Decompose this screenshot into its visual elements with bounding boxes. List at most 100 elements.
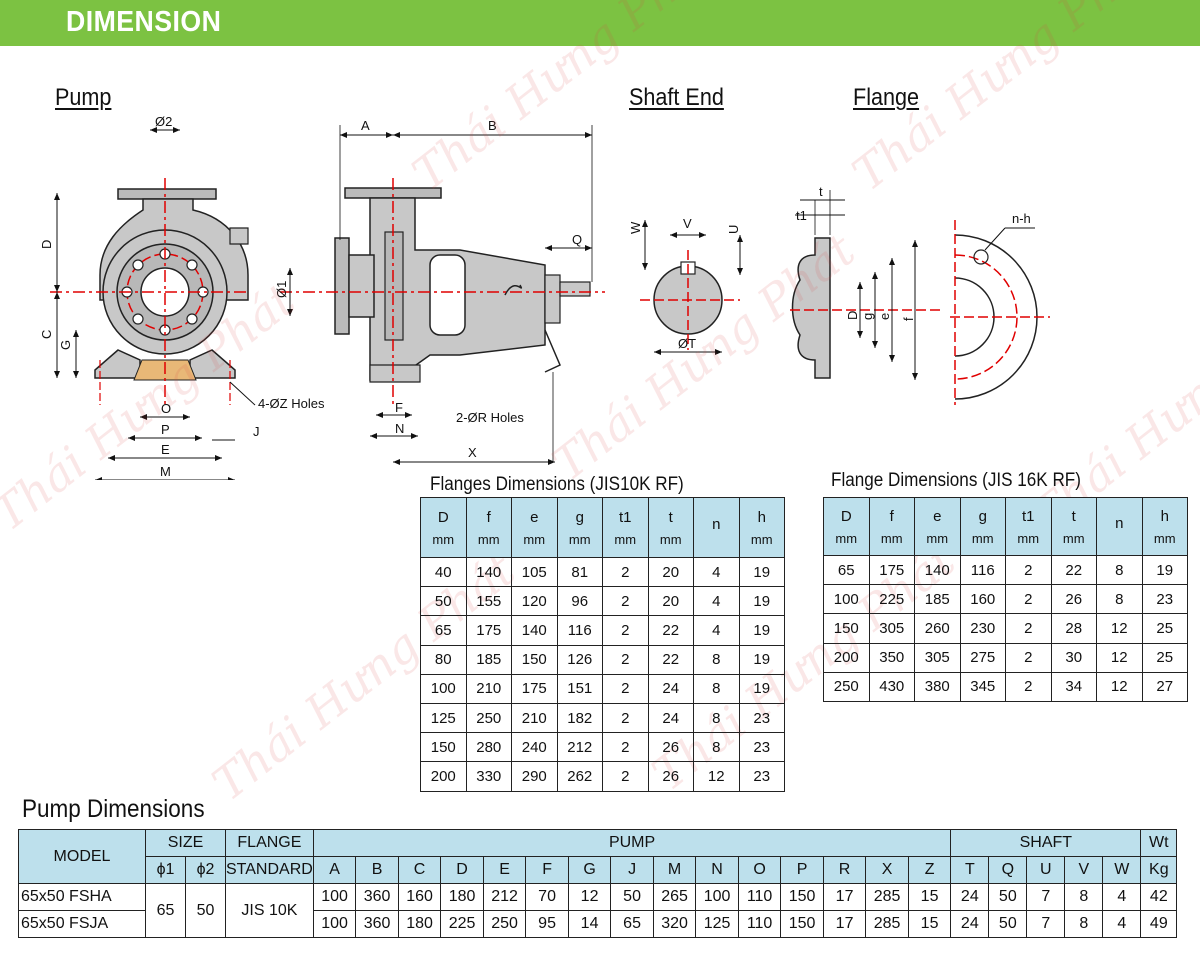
table-cell: 200 bbox=[823, 642, 870, 673]
table-cell: 350 bbox=[868, 642, 915, 673]
shaft-dim-cell: 4 bbox=[1102, 883, 1142, 911]
table-cell: 175 bbox=[511, 673, 558, 704]
table-cell: 151 bbox=[556, 673, 603, 704]
pump-dim-cell: 285 bbox=[865, 883, 909, 911]
column-header-unit: mm bbox=[523, 531, 546, 547]
column-header: n bbox=[1096, 497, 1143, 556]
column-header-label: D bbox=[840, 507, 852, 525]
pump-col-header: N bbox=[695, 856, 739, 884]
table-cell: 2 bbox=[602, 761, 649, 792]
dim-label-flange-g: g bbox=[860, 313, 875, 320]
model-header: MODEL bbox=[18, 829, 146, 884]
section-label-flange: Flange bbox=[853, 84, 920, 111]
table-cell: 24 bbox=[647, 702, 694, 734]
table-cell: 2 bbox=[602, 673, 649, 704]
dim-label-t1: t1 bbox=[796, 208, 807, 223]
column-header-label: f bbox=[889, 507, 894, 525]
size-col-header: ϕ2 bbox=[185, 856, 226, 884]
column-header-label: t1 bbox=[1021, 507, 1035, 525]
flange-header: FLANGE bbox=[225, 829, 314, 857]
table-cell: 150 bbox=[420, 732, 467, 763]
shaft-end-view: V W U ØT bbox=[628, 216, 743, 355]
pump-col-header: C bbox=[397, 856, 442, 884]
table-cell: 2 bbox=[602, 586, 649, 617]
table-cell: 2 bbox=[602, 615, 649, 646]
pump-side-view: A B Q Ø1 F N X 2-ØR Holes bbox=[274, 118, 605, 465]
dim-label-t: t bbox=[819, 184, 823, 199]
column-header-unit: mm bbox=[477, 531, 500, 547]
pump-col-header: A bbox=[312, 856, 357, 884]
table-cell: 140 bbox=[511, 615, 558, 646]
table-cell: 280 bbox=[465, 732, 512, 763]
size-col-header: ϕ1 bbox=[145, 856, 186, 884]
table-cell: 380 bbox=[914, 671, 961, 702]
table-cell: 2 bbox=[602, 702, 649, 734]
column-header-unit: mm bbox=[1153, 530, 1176, 546]
table-cell: 275 bbox=[959, 642, 1006, 673]
column-header-label: n bbox=[712, 516, 721, 533]
table-cell: 2 bbox=[1005, 554, 1052, 586]
pump-col-header: G bbox=[567, 856, 612, 884]
table-cell: 12 bbox=[1096, 613, 1143, 644]
column-header-label: g bbox=[575, 508, 584, 526]
table-cell: 2 bbox=[602, 556, 649, 588]
dim-label-U: U bbox=[726, 225, 741, 234]
column-header-label: g bbox=[978, 507, 987, 525]
column-header-unit: mm bbox=[1062, 530, 1085, 546]
table-cell: 330 bbox=[465, 761, 512, 792]
table-cell: 65 bbox=[823, 554, 870, 586]
table-cell: 160 bbox=[959, 584, 1006, 615]
shaft-dim-cell: 7 bbox=[1026, 883, 1066, 911]
dim-label-B: B bbox=[488, 118, 497, 133]
table-cell: 20 bbox=[647, 586, 694, 617]
table-cell: 250 bbox=[465, 702, 512, 734]
dim-label-phi1: Ø1 bbox=[274, 281, 289, 298]
pump-col-header: B bbox=[355, 856, 399, 884]
dim-label-phi2: Ø2 bbox=[155, 114, 172, 129]
dim-label-flange-e: e bbox=[877, 313, 892, 320]
dim-label-A: A bbox=[361, 118, 370, 133]
dim-label-C: C bbox=[39, 330, 54, 339]
table-cell: 8 bbox=[693, 673, 740, 704]
dim-label-N: N bbox=[395, 421, 404, 436]
shaft-dim-cell: 24 bbox=[950, 910, 990, 938]
table-cell: 26 bbox=[647, 761, 694, 792]
table-cell: 23 bbox=[738, 732, 785, 763]
dim-label-O: O bbox=[161, 401, 171, 416]
table-cell: 65 bbox=[420, 615, 467, 646]
pump-dim-cell: 180 bbox=[440, 883, 484, 911]
pump-col-header: F bbox=[525, 856, 569, 884]
pump-col-header: P bbox=[780, 856, 824, 884]
dim-label-G: G bbox=[58, 340, 73, 350]
column-header-unit: mm bbox=[659, 531, 682, 547]
table-cell: 96 bbox=[556, 586, 603, 617]
dim-label-F: F bbox=[395, 400, 403, 415]
label-n-h: n-h bbox=[1012, 211, 1031, 226]
table-cell: 50 bbox=[420, 586, 467, 617]
column-header-unit: mm bbox=[926, 530, 949, 546]
table-cell: 19 bbox=[1141, 554, 1188, 586]
shaft-dim-cell: 50 bbox=[988, 910, 1028, 938]
table-cell: 305 bbox=[914, 642, 961, 673]
table-cell: 8 bbox=[1096, 584, 1143, 615]
section-label-shaft-end: Shaft End bbox=[629, 84, 724, 111]
table-cell: 12 bbox=[693, 761, 740, 792]
pump-dim-cell: 285 bbox=[865, 910, 909, 938]
table-cell: 25 bbox=[1141, 642, 1188, 673]
flange-face-view: n-h bbox=[950, 211, 1050, 405]
table-cell: 34 bbox=[1050, 671, 1097, 702]
